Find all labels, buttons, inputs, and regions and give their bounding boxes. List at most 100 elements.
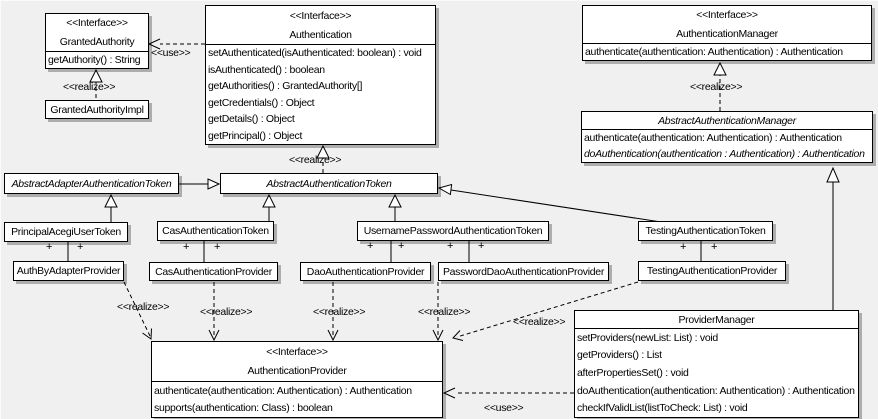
method: checkIfValidList(listToCheck: List) : vo… — [577, 402, 748, 415]
methods-compartment: authenticate(authentication: Authenticat… — [152, 382, 442, 417]
class-name: AuthenticationManager — [676, 27, 778, 40]
class-name: CasAuthenticationProvider — [155, 265, 272, 278]
edge-gen-providermanager — [826, 166, 840, 310]
class-casauthenticationtoken[interactable]: CasAuthenticationToken — [157, 221, 274, 241]
class-name: TestingAuthenticationProvider — [646, 265, 778, 277]
edge-realize-casprovider — [208, 282, 220, 342]
class-abstractauthenticationtoken[interactable]: AbstractAuthenticationToken — [220, 173, 438, 194]
class-name: GrantedAuthority — [59, 35, 135, 48]
class-title: AbstractAuthenticationManager — [582, 112, 872, 130]
method: getAuthorities() : GrantedAuthority[] — [208, 80, 363, 93]
method: getProviders() : List — [577, 349, 662, 362]
multiplicity-plus: + — [183, 241, 190, 253]
realize-label: <<realize>> — [117, 301, 170, 313]
class-passworddaoauthenticationprovider[interactable]: PasswordDaoAuthenticationProvider — [438, 262, 609, 281]
stereotype-label: <<Interface>> — [289, 9, 352, 22]
multiplicity-plus: + — [447, 240, 454, 252]
class-name: CasAuthenticationToken — [162, 225, 269, 237]
edge-use-providermanager — [442, 387, 574, 399]
class-abstractauthenticationmanager[interactable]: AbstractAuthenticationManager authentica… — [581, 111, 873, 163]
multiplicity-plus: + — [680, 241, 687, 253]
method: doAuthentication(authentication : Authen… — [584, 148, 865, 160]
method: setAuthenticated(isAuthenticated: boolea… — [208, 47, 422, 60]
use-label: <<use>> — [484, 402, 524, 414]
class-name: GrantedAuthorityImpl — [50, 103, 144, 116]
method: authenticate(authentication: Authenticat… — [584, 132, 842, 144]
class-name: AbstractAuthenticationToken — [266, 177, 392, 190]
multiplicity-plus: + — [46, 241, 53, 253]
realize-label: <<realize>> — [63, 81, 116, 93]
edge-realize-daoprovider — [327, 282, 339, 342]
multiplicity-plus: + — [77, 241, 84, 253]
multiplicity-plus: + — [214, 241, 221, 253]
class-name: UsernamePasswordAuthenticationToken — [363, 225, 543, 237]
class-title: <<Interface>> Authentication — [206, 6, 435, 45]
class-name: PrincipalAcegiUserToken — [11, 226, 121, 238]
class-authentication[interactable]: <<Interface>> Authentication setAuthenti… — [205, 5, 436, 145]
methods-compartment: setAuthenticated(isAuthenticated: boolea… — [206, 45, 435, 144]
edge-realize-testingprovider — [452, 281, 639, 341]
method: getCredentials() : Object — [208, 96, 315, 109]
method: doAuthentication(authentication: Authent… — [577, 384, 855, 397]
realize-label: <<realize>> — [313, 306, 366, 318]
class-casauthenticationprovider[interactable]: CasAuthenticationProvider — [149, 262, 278, 281]
class-title: <<Interface>> AuthenticationManager — [583, 6, 871, 44]
realize-label: <<realize>> — [418, 306, 471, 318]
realize-label: <<realize>> — [513, 316, 566, 328]
class-name: DaoAuthenticationProvider — [306, 265, 425, 278]
edge-gen-abstractadapter-abstracttoken — [179, 178, 221, 190]
edge-gen-usernametoken — [388, 193, 402, 221]
class-title: ProviderManager — [575, 311, 858, 329]
use-label: <<use>> — [151, 47, 191, 59]
class-name: TestingAuthenticationToken — [645, 225, 766, 237]
method: authenticate(authentication: Authenticat… — [585, 46, 843, 58]
class-authbyadapterprovider[interactable]: AuthByAdapterProvider — [13, 261, 124, 281]
method: getPrincipal() : Object — [208, 129, 303, 142]
class-authenticationmanager[interactable]: <<Interface>> AuthenticationManager auth… — [582, 5, 872, 61]
class-name: AbstractAuthenticationManager — [658, 114, 796, 127]
class-abstractadapterauthenticationtoken[interactable]: AbstractAdapterAuthenticationToken — [4, 173, 179, 194]
edge-realize-grantedauthorityimpl — [89, 68, 103, 98]
methods-compartment: authenticate(authentication: Authenticat… — [582, 130, 872, 162]
method: getAuthority() : String — [48, 54, 141, 66]
class-daoauthenticationprovider[interactable]: DaoAuthenticationProvider — [300, 262, 431, 281]
realize-label: <<realize>> — [200, 306, 253, 318]
class-name: AuthByAdapterProvider — [16, 265, 121, 277]
class-grantedauthority[interactable]: <<Interface>> GrantedAuthority getAuthor… — [45, 13, 149, 69]
edge-realize-passworddaoprovider — [432, 282, 444, 342]
edge-gen-principaltoken — [104, 193, 118, 222]
method: supports(authentication: Class) : boolea… — [154, 402, 333, 415]
methods-compartment: authenticate(authentication: Authenticat… — [583, 44, 871, 60]
edge-realize-authbyadapterprovider — [123, 281, 152, 340]
class-usernamepasswordauthenticationtoken[interactable]: UsernamePasswordAuthenticationToken — [357, 221, 549, 241]
edge-realize-abstractauthenticationtoken — [316, 144, 330, 173]
class-grantedauthorityimpl[interactable]: GrantedAuthorityImpl — [45, 100, 149, 119]
realize-label: <<realize>> — [289, 154, 342, 166]
method: getDetails() : Object — [208, 113, 295, 126]
class-name: ProviderManager — [678, 313, 755, 326]
stereotype-label: <<Interface>> — [266, 345, 328, 358]
class-principalacegiusertoken[interactable]: PrincipalAcegiUserToken — [4, 222, 128, 242]
class-testingauthenticationtoken[interactable]: TestingAuthenticationToken — [638, 221, 773, 241]
class-authenticationprovider[interactable]: <<Interface>> AuthenticationProvider aut… — [151, 341, 443, 418]
multiplicity-plus: + — [711, 241, 718, 253]
class-title: <<Interface>> AuthenticationProvider — [152, 342, 442, 382]
class-name: PasswordDaoAuthenticationProvider — [442, 265, 605, 278]
edge-gen-castoken — [262, 193, 276, 221]
methods-compartment: getAuthority() : String — [46, 52, 148, 68]
class-providermanager[interactable]: ProviderManager setProviders(newList: Li… — [574, 310, 859, 418]
realize-label: <<realize>> — [690, 81, 743, 93]
multiplicity-plus: + — [367, 240, 374, 252]
multiplicity-plus: + — [398, 240, 405, 252]
multiplicity-plus: + — [478, 240, 485, 252]
stereotype-label: <<Interface>> — [696, 9, 758, 22]
edge-realize-abstractauthenticationmanager — [713, 61, 727, 111]
class-name: AuthenticationProvider — [247, 365, 347, 378]
method: isAuthenticated() : boolean — [208, 63, 325, 76]
class-name: Authentication — [289, 28, 352, 41]
method: setProviders(newList: List) : void — [577, 331, 718, 344]
method: afterPropertiesSet() : void — [577, 366, 689, 379]
class-testingauthenticationprovider[interactable]: TestingAuthenticationProvider — [638, 261, 786, 281]
